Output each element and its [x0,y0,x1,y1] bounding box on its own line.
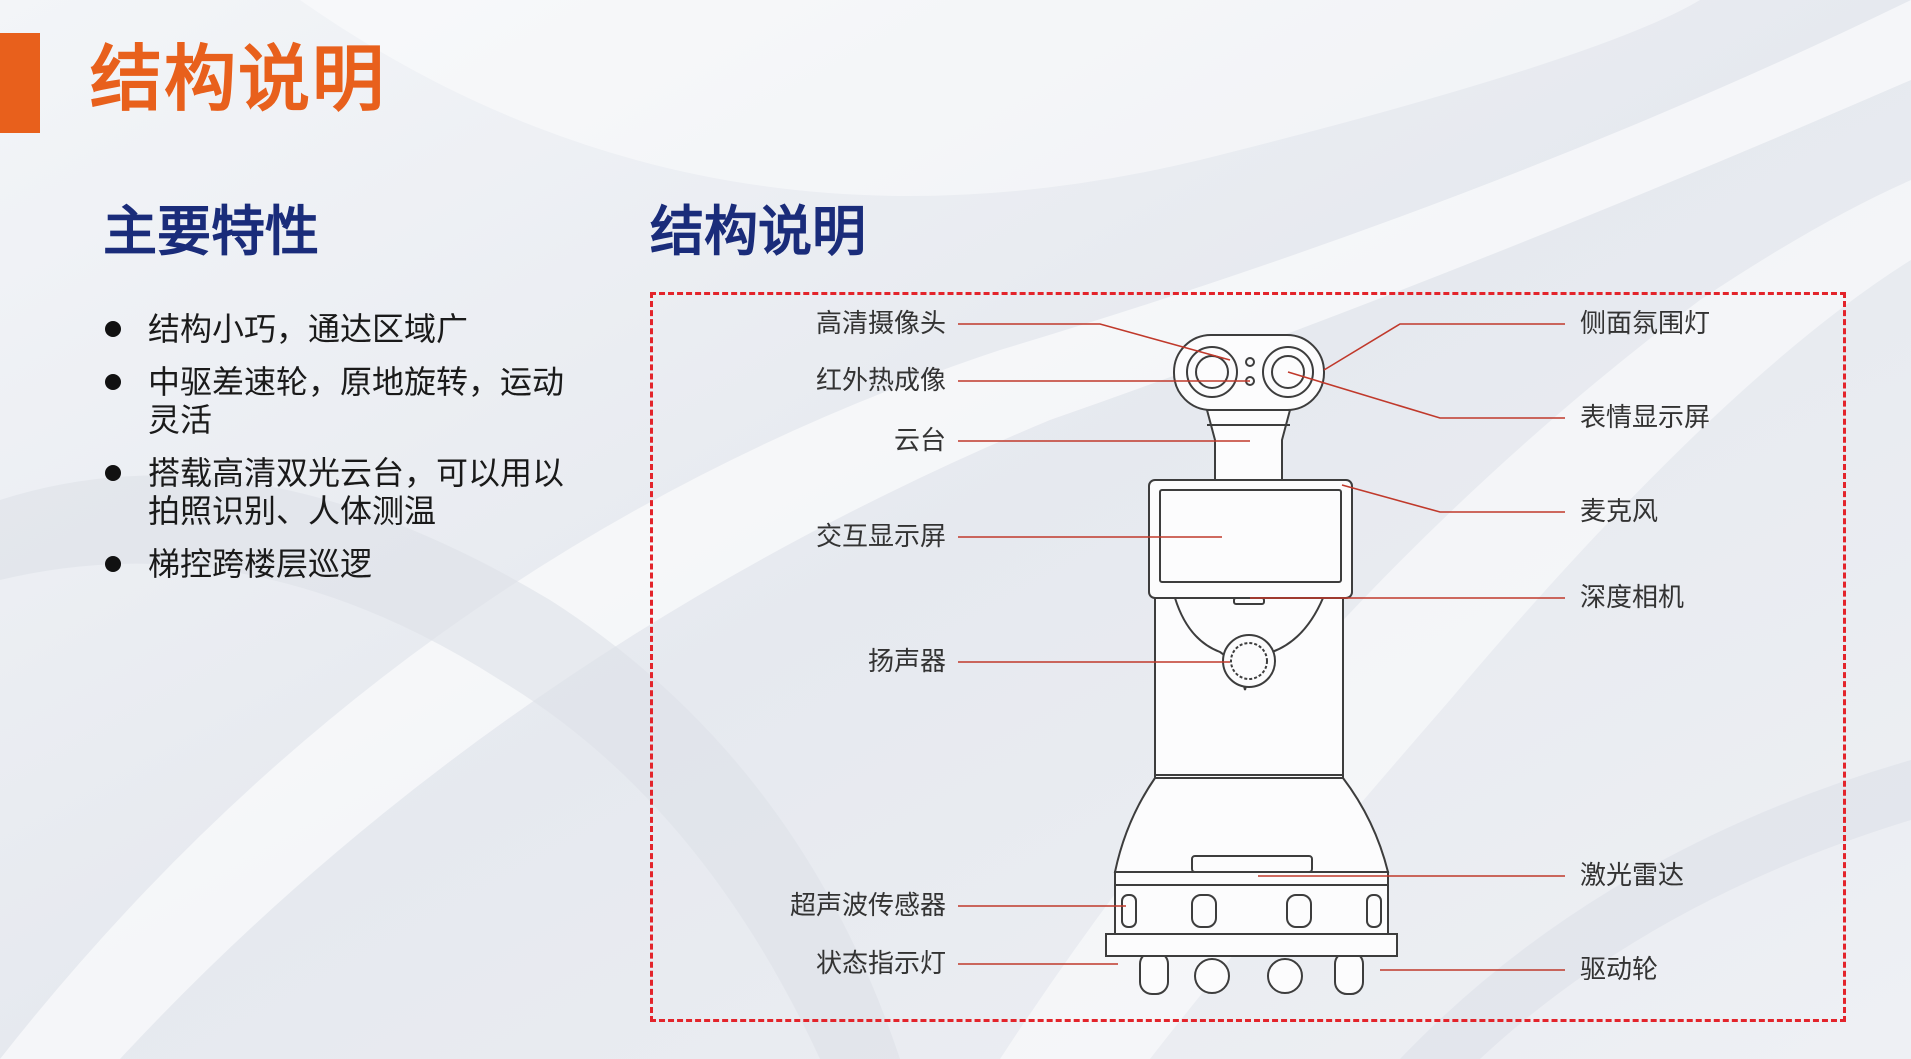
gimbal-neck [1205,409,1292,481]
leader-microphone [1341,484,1565,513]
label-status-light: 状态指示灯 [815,949,946,979]
robot-outline [1105,334,1398,995]
diagram-frame [650,292,1846,1022]
label-gimbal: 云台 [893,426,946,456]
label-hd-camera: 高清摄像头 [815,309,946,339]
leader-hd-camera [958,323,1231,361]
page-title: 结构说明 [90,37,387,121]
label-expression-screen: 表情显示屏 [1580,403,1711,433]
label-microphone: 麦克风 [1580,497,1659,527]
feature-item: 搭载高清双光云台，可以用以拍照识别、人体测温 [103,454,583,530]
base-plate [1105,933,1398,957]
label-interactive-screen: 交互显示屏 [815,522,946,552]
screen-display [1159,489,1342,583]
sensor-ring [1114,871,1389,935]
title-accent-bar [0,33,40,133]
leader-expression-screen [1287,371,1565,419]
label-depth-camera: 深度相机 [1580,583,1685,613]
label-side-light: 侧面氛围灯 [1580,309,1711,339]
feature-item: 结构小巧，通达区域广 [103,310,583,348]
feature-list: 结构小巧，通达区域广 中驱差速轮，原地旋转，运动灵活 搭载高清双光云台，可以用以… [103,310,583,598]
label-lidar: 激光雷达 [1580,861,1685,891]
features-heading: 主要特性 [103,200,319,263]
speaker-panel [1174,597,1324,691]
feature-item: 梯控跨楼层巡逻 [103,545,583,583]
leader-lines [958,323,1565,971]
leader-side-light [1323,323,1565,371]
ultrasonic-sensors [1121,894,1382,928]
feature-item: 中驱差速轮，原地旋转，运动灵活 [103,363,583,439]
drive-wheels [1139,951,1364,995]
label-speaker: 扬声器 [867,647,946,677]
label-infrared: 红外热成像 [815,366,946,396]
label-drive-wheel: 驱动轮 [1580,955,1659,985]
label-ultrasonic: 超声波传感器 [789,891,946,921]
structure-heading: 结构说明 [650,200,866,263]
